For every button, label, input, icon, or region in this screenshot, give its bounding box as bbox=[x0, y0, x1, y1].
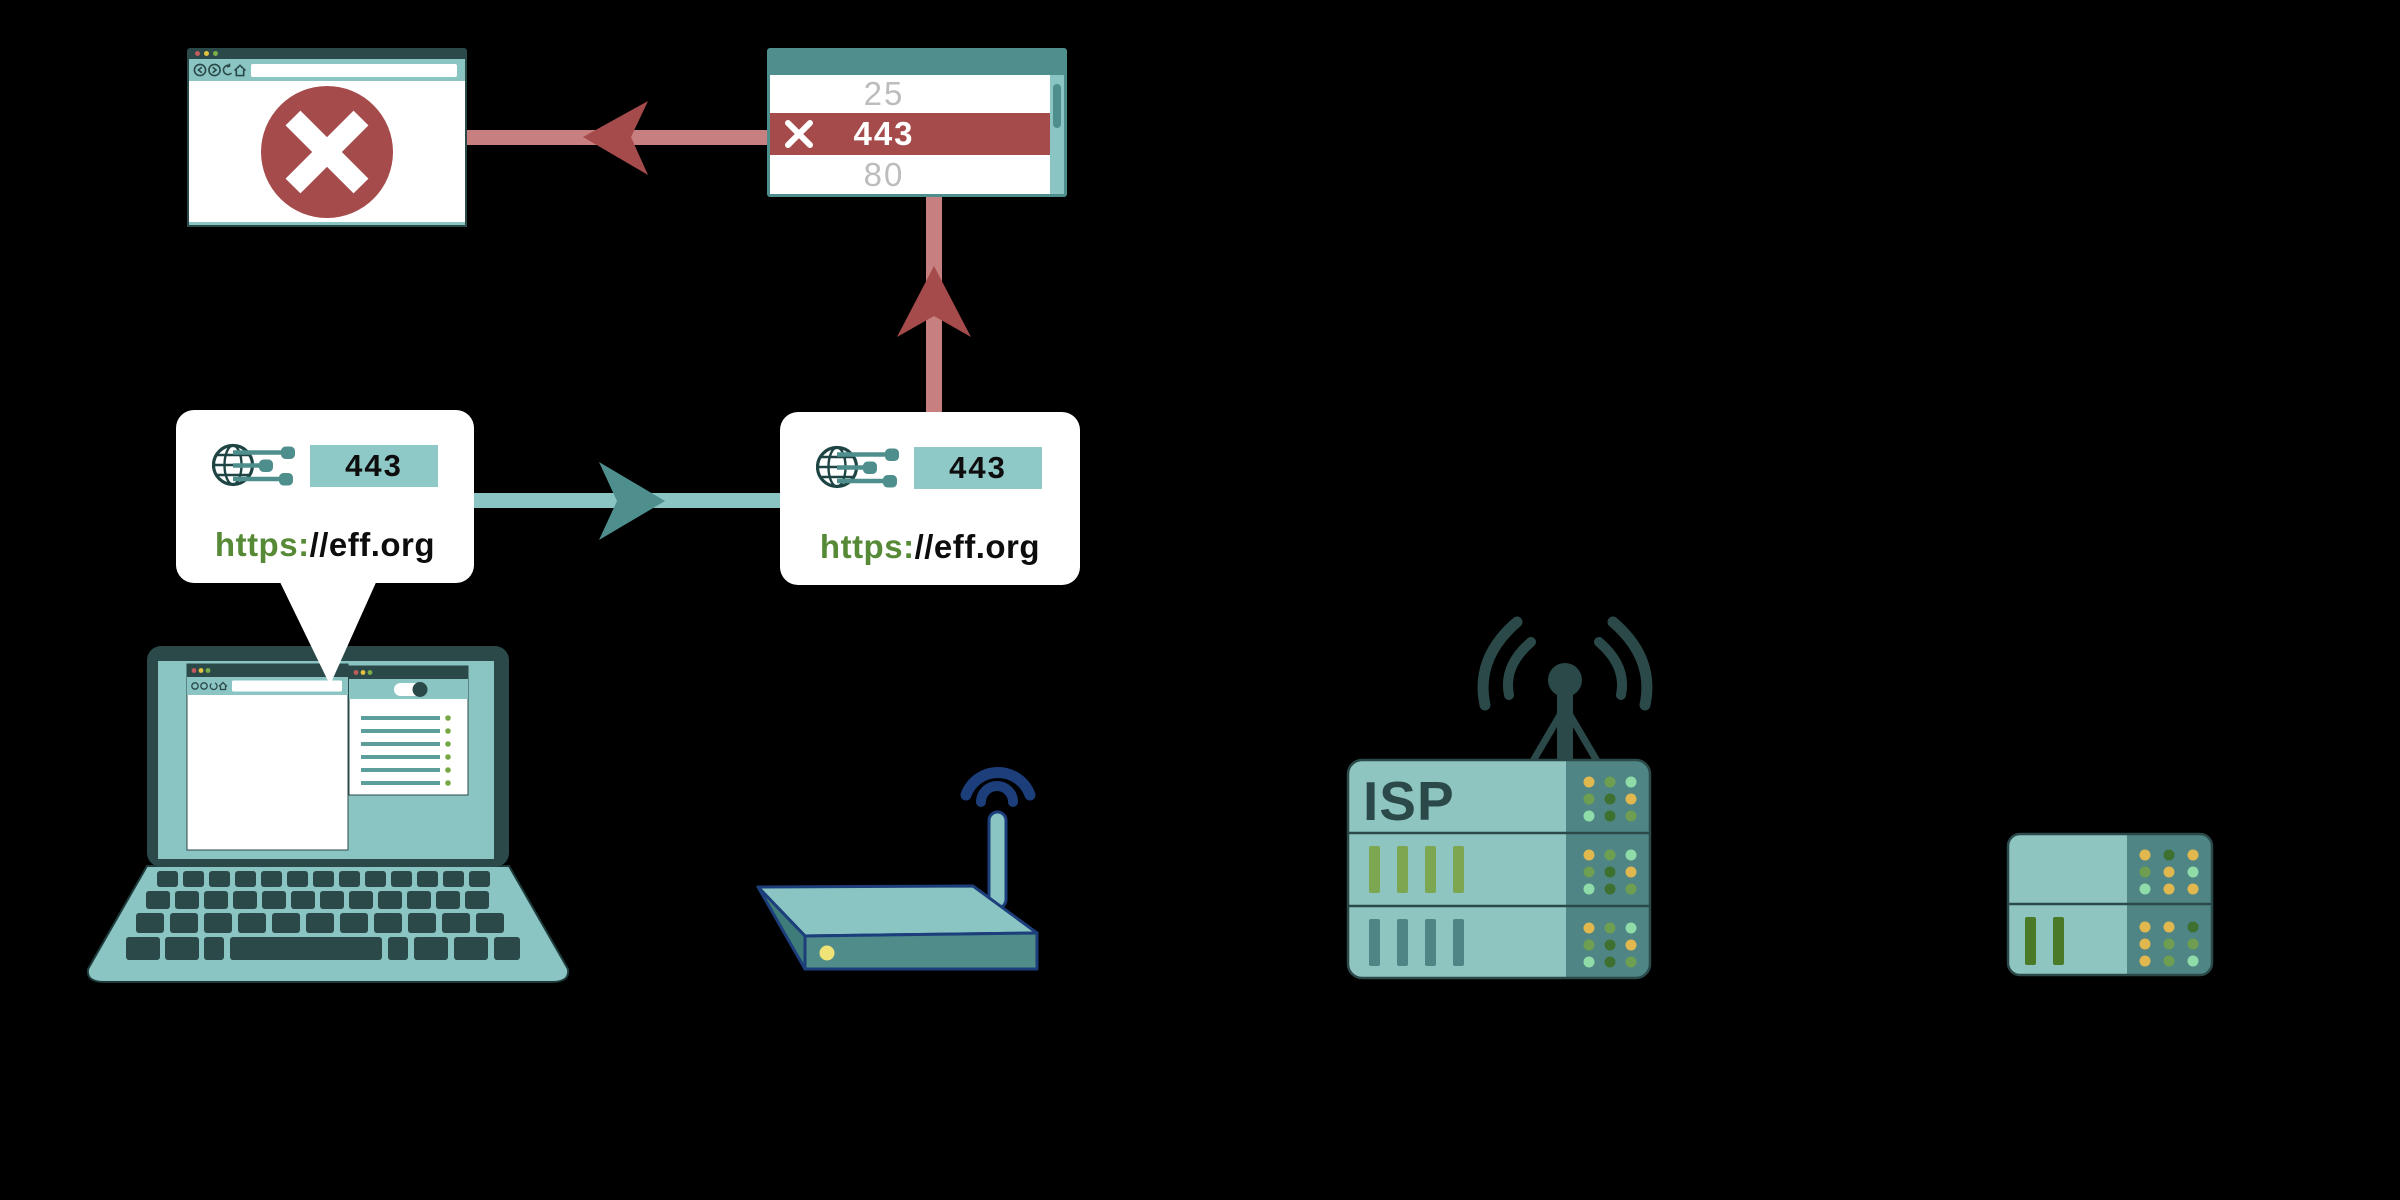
blocked-error-icon bbox=[261, 85, 393, 218]
minimize-dot bbox=[204, 51, 209, 56]
globe-port-icon bbox=[212, 443, 295, 487]
url-host: //eff.org bbox=[914, 528, 1041, 565]
maximize-dot bbox=[205, 668, 211, 673]
port-badge: 443 bbox=[310, 445, 438, 487]
toggle-knob bbox=[412, 682, 428, 697]
back-icon bbox=[193, 63, 207, 77]
port-value: 443 bbox=[345, 448, 403, 483]
laptop-icon bbox=[86, 646, 570, 983]
wifi-waves-icon bbox=[960, 767, 1036, 807]
request-url: https://eff.org bbox=[780, 528, 1080, 566]
laptop-settings-window bbox=[348, 665, 469, 796]
url-scheme: https: bbox=[214, 526, 310, 563]
port-row-25: 25 bbox=[770, 75, 1050, 113]
home-icon bbox=[233, 64, 247, 77]
isp-activity-bars-teal bbox=[1369, 919, 1464, 966]
web-server-icon bbox=[2006, 832, 2214, 977]
port-row-443-blocked: 443 bbox=[770, 113, 1050, 155]
port-badge: 443 bbox=[914, 447, 1042, 489]
server-led-grid bbox=[2139, 849, 2199, 967]
scrollbar-thumb[interactable] bbox=[1053, 84, 1061, 128]
url-host: //eff.org bbox=[309, 526, 436, 563]
laptop-browser-window bbox=[186, 663, 349, 851]
laptop-request-bubble: 443 https://eff.org bbox=[176, 410, 474, 583]
request-url: https://eff.org bbox=[176, 526, 474, 564]
blocked-check-arrow-icon bbox=[897, 196, 971, 412]
url-scheme: https: bbox=[819, 528, 915, 565]
settings-list-lines bbox=[361, 716, 440, 785]
minimize-dot bbox=[360, 670, 366, 675]
scrollbar[interactable] bbox=[1050, 75, 1064, 194]
maximize-dot bbox=[367, 670, 373, 675]
mini-nav-icons bbox=[191, 681, 228, 691]
close-dot bbox=[191, 668, 197, 673]
blocked-x-icon bbox=[785, 120, 813, 148]
browser-content bbox=[189, 81, 465, 222]
bubble-tail bbox=[278, 578, 378, 685]
router-icon bbox=[756, 767, 1039, 971]
isp-label: ISP bbox=[1363, 770, 1455, 832]
settings-list-dots bbox=[445, 715, 451, 786]
browser-nav-icons bbox=[193, 63, 247, 77]
port-list-header bbox=[770, 51, 1064, 75]
maximize-dot bbox=[213, 51, 218, 56]
refresh-icon bbox=[222, 64, 233, 76]
laptop-keyboard bbox=[126, 871, 520, 960]
window-titlebar bbox=[187, 48, 467, 59]
port-value: 443 bbox=[949, 450, 1007, 485]
port-number: 443 bbox=[853, 115, 915, 152]
port-number: 25 bbox=[863, 75, 905, 112]
port-number: 80 bbox=[863, 155, 905, 193]
blocked-browser-window bbox=[187, 48, 467, 227]
forward-icon bbox=[208, 63, 221, 77]
url-bar[interactable] bbox=[251, 63, 457, 77]
port-list-panel: 25 443 80 bbox=[767, 48, 1067, 197]
close-dot bbox=[353, 670, 359, 675]
blocked-response-arrow-icon bbox=[465, 101, 767, 175]
router-request-box: 443 https://eff.org bbox=[780, 412, 1080, 585]
server-activity-bars bbox=[2025, 917, 2064, 965]
port-row-80: 80 bbox=[770, 155, 1050, 194]
globe-port-icon bbox=[816, 445, 899, 489]
isp-activity-bars-green bbox=[1369, 846, 1464, 893]
antenna-signal-icon bbox=[1477, 616, 1653, 711]
minimize-dot bbox=[198, 668, 204, 673]
close-dot bbox=[195, 51, 200, 56]
isp-led-grid bbox=[1583, 776, 1637, 968]
isp-antenna bbox=[1529, 663, 1601, 763]
isp-server-icon bbox=[1346, 616, 1653, 980]
request-arrow-icon bbox=[472, 462, 782, 540]
browser-toolbar bbox=[189, 59, 465, 81]
router-led bbox=[819, 945, 835, 961]
mini-url-bar bbox=[232, 680, 342, 692]
